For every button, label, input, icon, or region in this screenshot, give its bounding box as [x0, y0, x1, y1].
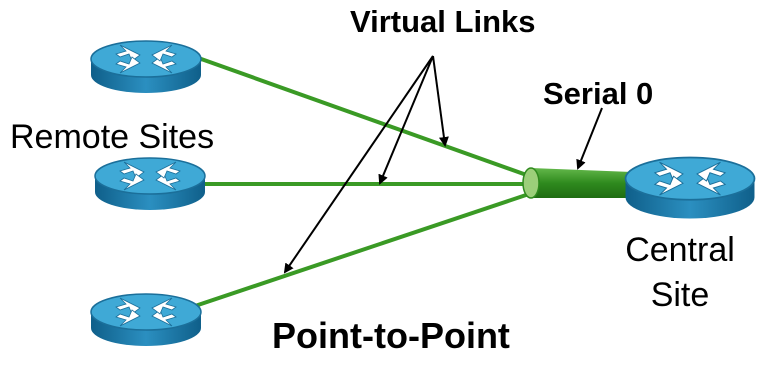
router-bottom-icon	[90, 293, 202, 347]
virtual-links-label: Virtual Links	[350, 4, 536, 39]
annotation-arrow-serial	[576, 107, 603, 170]
link-top	[189, 53, 536, 180]
annotation-arrow-2	[378, 55, 434, 185]
central-site-line1: Central	[625, 231, 735, 269]
router-top-icon	[90, 40, 202, 94]
router-middle-icon	[94, 157, 206, 211]
central-site-label: Central Site	[604, 228, 756, 318]
central-site-line2: Site	[650, 276, 710, 314]
annotation-arrow-3	[283, 55, 434, 274]
remote-sites-label: Remote Sites	[10, 118, 215, 156]
serial-interface-label: Serial 0	[543, 76, 654, 111]
link-bottom	[194, 190, 536, 308]
annotation-arrow-1	[432, 55, 449, 147]
topology-label: Point-to-Point	[272, 315, 510, 356]
router-central-icon	[624, 156, 756, 220]
serial-pipe	[522, 167, 632, 199]
